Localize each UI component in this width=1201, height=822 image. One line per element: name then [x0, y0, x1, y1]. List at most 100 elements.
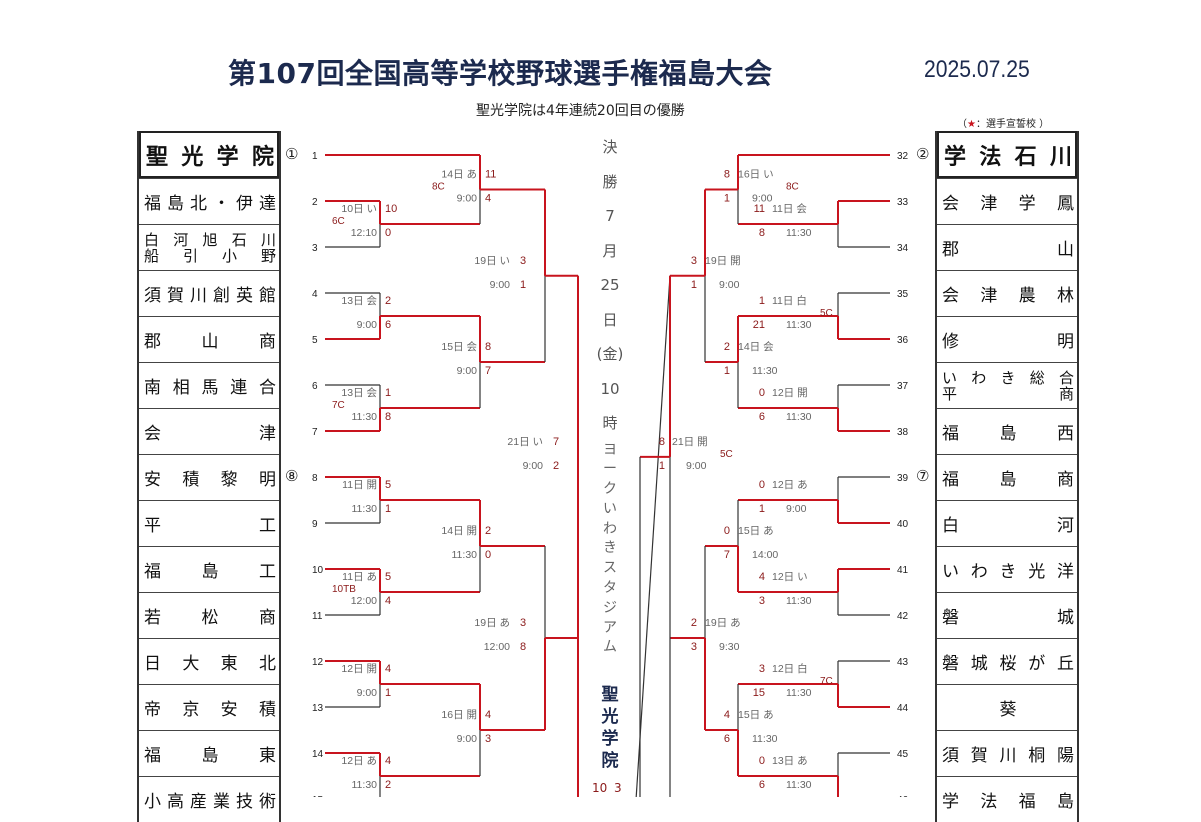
- svg-text:15: 15: [753, 687, 765, 699]
- svg-text:5: 5: [312, 335, 318, 346]
- final-score-right: 3: [614, 781, 622, 795]
- svg-text:9:00: 9:00: [357, 319, 378, 331]
- team-32: 学法石川: [937, 131, 1077, 178]
- svg-text:14:00: 14:00: [752, 549, 778, 561]
- star-icon: ★: [967, 119, 976, 130]
- svg-text:4: 4: [485, 709, 491, 721]
- svg-text:7: 7: [485, 365, 491, 377]
- team-35: 会津農林: [937, 270, 1077, 316]
- svg-text:9:00: 9:00: [490, 279, 511, 291]
- svg-text:1: 1: [724, 365, 730, 377]
- svg-text:0: 0: [759, 387, 765, 399]
- team-38: 福島西: [937, 408, 1077, 454]
- svg-text:4: 4: [385, 595, 391, 607]
- svg-text:13日 会: 13日 会: [341, 294, 377, 307]
- final-score-left: 10: [592, 781, 608, 795]
- svg-text:13日 あ: 13日 あ: [772, 755, 808, 767]
- svg-text:8: 8: [312, 473, 318, 484]
- svg-text:11:30: 11:30: [786, 411, 812, 423]
- svg-text:7: 7: [553, 436, 559, 448]
- svg-text:15: 15: [312, 795, 324, 797]
- svg-text:10日 い: 10日 い: [341, 203, 377, 215]
- svg-text:11:30: 11:30: [352, 779, 378, 791]
- team-7: 会津: [139, 408, 279, 454]
- team-2: 福島北・伊達: [139, 178, 279, 224]
- legend-open: （: [957, 119, 967, 130]
- svg-text:11日 白: 11日 白: [772, 294, 807, 307]
- svg-text:2: 2: [312, 197, 318, 208]
- svg-text:15日 あ: 15日 あ: [738, 709, 774, 721]
- svg-text:38: 38: [897, 427, 909, 438]
- svg-text:12:00: 12:00: [351, 595, 377, 607]
- team-4: 須賀川創英館: [139, 270, 279, 316]
- svg-text:9:00: 9:00: [457, 365, 478, 377]
- svg-text:11:30: 11:30: [752, 365, 778, 377]
- svg-text:39: 39: [897, 473, 909, 484]
- svg-text:12: 12: [312, 657, 324, 668]
- svg-text:7C: 7C: [332, 400, 345, 411]
- svg-text:42: 42: [897, 611, 909, 622]
- svg-text:2: 2: [385, 779, 391, 791]
- svg-text:10: 10: [312, 565, 324, 576]
- svg-text:0: 0: [724, 525, 730, 537]
- team-33: 会津学鳳: [937, 178, 1077, 224]
- svg-text:44: 44: [897, 703, 909, 714]
- svg-text:9:00: 9:00: [786, 503, 807, 515]
- svg-text:8C: 8C: [786, 182, 799, 193]
- report-date: 2025.07.25: [924, 56, 1030, 83]
- svg-text:11: 11: [754, 203, 765, 215]
- svg-text:16日 い: 16日 い: [738, 169, 774, 181]
- svg-text:3: 3: [759, 663, 765, 675]
- team-36: 修明: [937, 316, 1077, 362]
- svg-text:12日 白: 12日 白: [772, 662, 808, 675]
- tournament-bracket: 1234567891011121314153233343536373839404…: [312, 151, 909, 797]
- svg-text:5C: 5C: [720, 449, 733, 460]
- venue-char: い: [603, 500, 617, 517]
- final-info-char: 勝: [602, 172, 618, 191]
- svg-text:8: 8: [759, 227, 765, 239]
- svg-text:21日 開: 21日 開: [672, 436, 708, 448]
- team-11: 若松商: [139, 592, 279, 638]
- svg-text:33: 33: [897, 197, 909, 208]
- page-title: 第107回全国高等学校野球選手権福島大会: [228, 57, 773, 90]
- svg-text:8: 8: [385, 411, 391, 423]
- venue-char: ク: [603, 481, 617, 498]
- final-info-char: (金): [596, 345, 624, 363]
- svg-text:5C: 5C: [820, 308, 833, 319]
- svg-text:9:00: 9:00: [719, 279, 740, 291]
- svg-text:37: 37: [897, 381, 909, 392]
- svg-text:10TB: 10TB: [332, 584, 356, 595]
- seed-mark: ①: [285, 145, 299, 163]
- svg-text:14日 会: 14日 会: [738, 340, 774, 353]
- svg-text:6: 6: [759, 779, 765, 791]
- svg-text:7: 7: [724, 549, 730, 561]
- svg-text:11日 会: 11日 会: [772, 202, 807, 215]
- svg-text:2: 2: [485, 525, 491, 537]
- champion-name: 聖光学院: [601, 685, 619, 771]
- svg-text:9:00: 9:00: [523, 460, 544, 472]
- svg-text:2: 2: [553, 460, 559, 472]
- svg-text:45: 45: [897, 749, 909, 760]
- svg-text:16日 開: 16日 開: [441, 709, 477, 721]
- svg-text:1: 1: [312, 151, 318, 162]
- team-6: 南相馬連合: [139, 362, 279, 408]
- team-42: 磐城: [937, 592, 1077, 638]
- svg-text:9:00: 9:00: [357, 687, 378, 699]
- team-43: 磐城桜が丘: [937, 638, 1077, 684]
- svg-text:21日 い: 21日 い: [507, 436, 543, 448]
- svg-text:19日 開: 19日 開: [705, 255, 741, 267]
- svg-text:1: 1: [385, 387, 391, 399]
- legend: （★：選手宣誓校 ）: [957, 115, 1049, 130]
- svg-text:3: 3: [485, 733, 491, 745]
- svg-text:19日 あ: 19日 あ: [705, 617, 741, 629]
- svg-text:4: 4: [312, 289, 318, 300]
- svg-text:5: 5: [385, 571, 391, 583]
- svg-text:8: 8: [520, 641, 526, 653]
- venue-char: ア: [603, 619, 617, 636]
- svg-text:0: 0: [385, 227, 391, 239]
- svg-text:11:30: 11:30: [786, 595, 812, 607]
- team-41: いわき光洋: [937, 546, 1077, 592]
- svg-text:1: 1: [520, 279, 526, 291]
- svg-text:14日 開: 14日 開: [441, 525, 477, 537]
- venue-char: タ: [603, 580, 617, 597]
